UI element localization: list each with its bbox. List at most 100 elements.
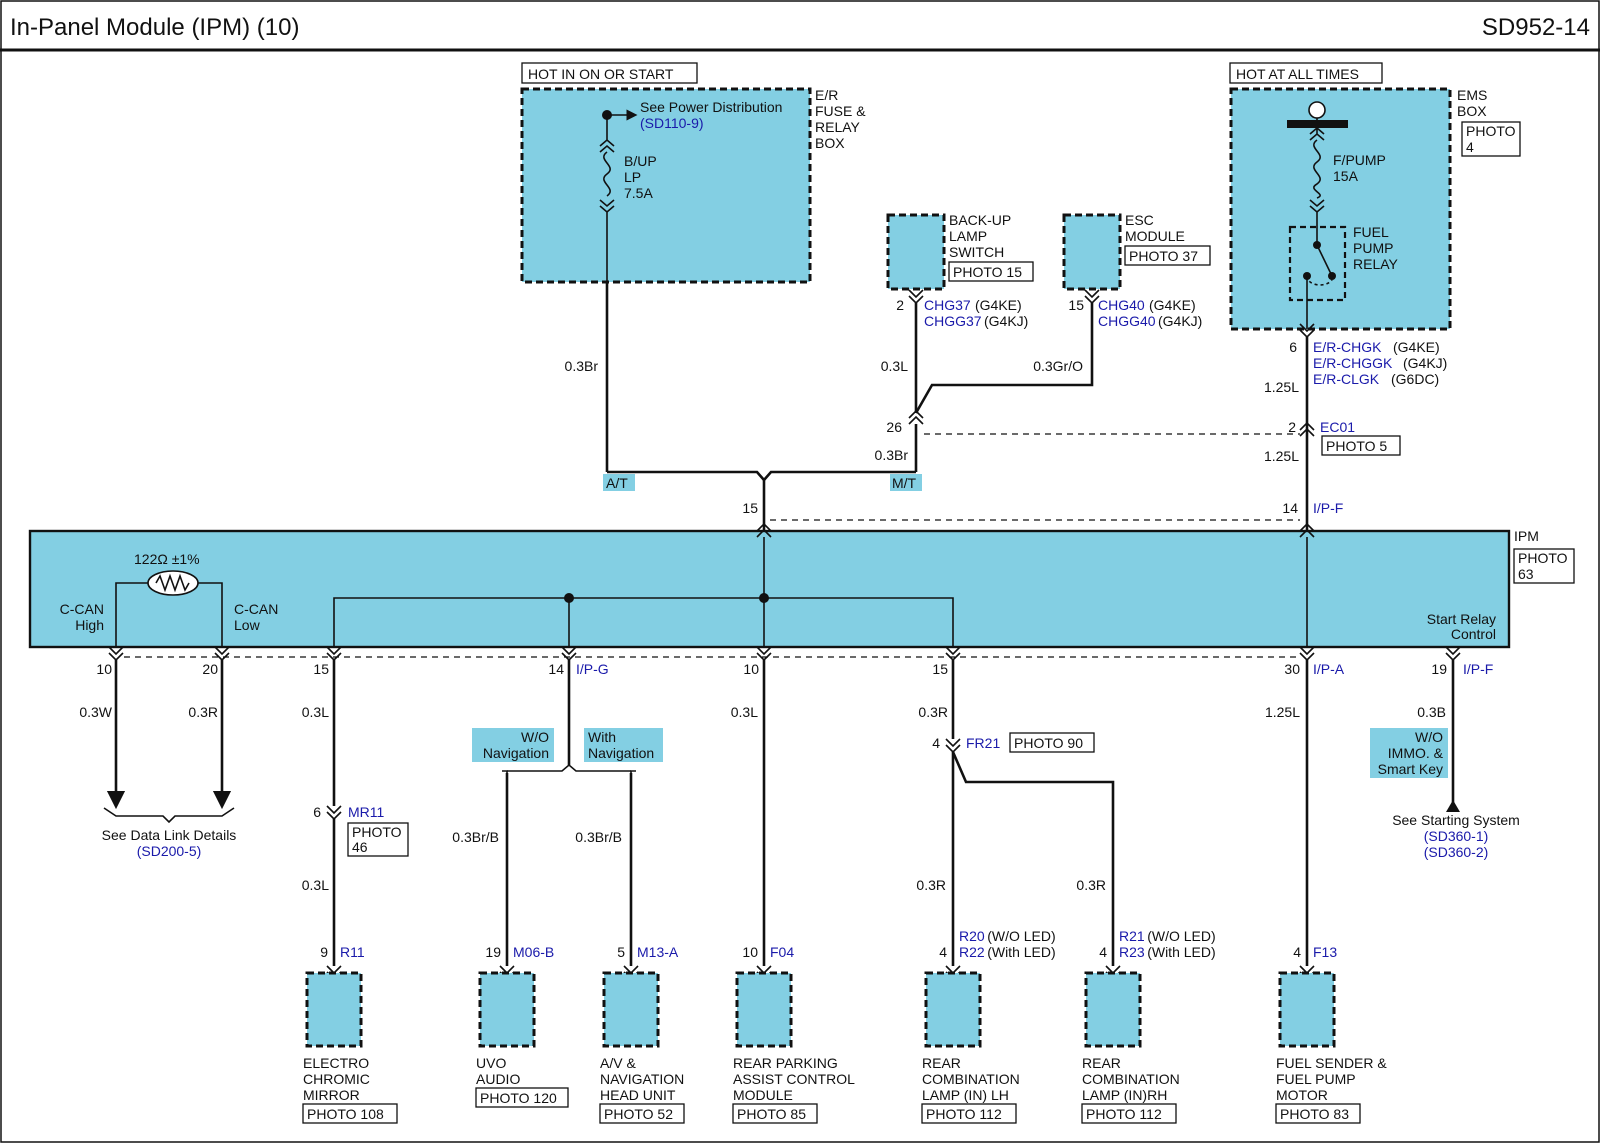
component-1-photo-tag [302, 1103, 398, 1124]
can-high-line [115, 582, 148, 647]
power-dist-label: See Power Distribution [640, 99, 782, 115]
wire-parking-label: 0.3L [731, 704, 758, 720]
relay-contact-mid [1328, 272, 1336, 280]
esc-conn-code-2[interactable]: CHGG40 [1098, 313, 1156, 329]
component-1-name-line-3: MIRROR [303, 1087, 360, 1103]
ipm-conn-ipg[interactable]: I/P-G [576, 661, 609, 677]
component-6-conn-note-2: (With LED) [1147, 944, 1215, 960]
ipm-bottom-pin-4: 14 [548, 661, 564, 677]
ipm-conn-ipf-top[interactable]: I/P-F [1313, 500, 1343, 516]
ipm-conn-ipa[interactable]: I/P-A [1313, 661, 1345, 677]
starting-ref-2[interactable]: (SD360-2) [1424, 844, 1489, 860]
esc-conn-code-1[interactable]: CHG40 [1098, 297, 1145, 313]
component-5-conn-note-1: (W/O LED) [987, 928, 1055, 944]
component-4-photo-label: PHOTO 85 [737, 1106, 806, 1122]
can-low-label: C-CAN Low [234, 601, 278, 633]
ipm-bottom-pin-5: 10 [743, 661, 759, 677]
component-7-photo-tag [1275, 1103, 1361, 1124]
ipm-bottom-pin-7: 30 [1284, 661, 1300, 677]
ec01-photo-tag [1321, 435, 1401, 456]
at-label: A/T [606, 475, 628, 491]
fr21-photo-tag [1009, 732, 1095, 753]
component-5-conn-code-1[interactable]: R20 [959, 928, 985, 944]
svg-text:LP: LP [624, 169, 641, 185]
mr11-code[interactable]: MR11 [348, 804, 385, 820]
component-1-conn-code-1[interactable]: R11 [340, 944, 365, 960]
ec01-code[interactable]: EC01 [1320, 419, 1355, 435]
svg-text:PUMP: PUMP [1353, 240, 1393, 256]
wire-at-mt-merge [607, 470, 916, 482]
wire-with-nav-label: 0.3Br/B [575, 829, 622, 845]
ipm-bottom-pin-8: 19 [1431, 661, 1447, 677]
ipm-conn-ipf-bottom[interactable]: I/P-F [1463, 661, 1493, 677]
ipm-node-a [564, 593, 574, 603]
backup-lamp-switch-box [886, 213, 946, 291]
ems-busbar [1287, 120, 1348, 128]
component-4-name-line-3: MODULE [733, 1087, 793, 1103]
esc-conn-note-2: (G4KJ) [1158, 313, 1202, 329]
svg-text:BACK-UP: BACK-UP [949, 212, 1011, 228]
ems-conn-code-1[interactable]: E/R-CHGK [1313, 339, 1382, 355]
bup-fuse-top [599, 115, 615, 153]
component-6-conn-code-2[interactable]: R23 [1119, 944, 1145, 960]
at-tag [603, 474, 635, 491]
can-high-label: C-CAN High [60, 601, 104, 633]
component-1-box [305, 971, 363, 1048]
fr21-pin: 4 [932, 735, 940, 751]
component-2-pin: 19 [485, 944, 501, 960]
component-2-conn-code-1[interactable]: M06-B [513, 944, 554, 960]
backup-conn-code-2[interactable]: CHGG37 [924, 313, 982, 329]
power-dist-ref[interactable]: (SD110-9) [640, 115, 704, 131]
component-5-name-line-2: COMBINATION [922, 1071, 1020, 1087]
component-5-conn-note-2: (With LED) [987, 944, 1055, 960]
svg-text:W/O: W/O [1415, 729, 1443, 745]
component-4-box [735, 971, 793, 1048]
data-link-bracket [103, 807, 235, 824]
component-7-conn-code-1[interactable]: F13 [1313, 944, 1337, 960]
bup-fuse-icon [603, 151, 611, 197]
starting-ref-1[interactable]: (SD360-1) [1424, 828, 1489, 844]
component-5-name-line-3: LAMP (IN) LH [922, 1087, 1009, 1103]
backup-lamp-switch-label: BACK-UP LAMP SWITCH [949, 212, 1011, 260]
esc-module-label: ESC MODULE [1125, 212, 1185, 244]
component-4-name-line-1: REAR PARKING [733, 1055, 838, 1071]
component-1-photo-label: PHOTO 108 [307, 1106, 384, 1122]
component-7-name-line-1: FUEL SENDER & [1276, 1055, 1387, 1071]
svg-text:Navigation: Navigation [588, 745, 654, 761]
ems-conn-note-1: (G4KE) [1393, 339, 1440, 355]
ipm-bottom-pin-2: 20 [202, 661, 218, 677]
wire-mirror-l1: 0.3L [302, 704, 329, 720]
svg-text:4: 4 [1466, 139, 1474, 155]
with-nav-label: With Navigation [588, 729, 654, 761]
component-6-conn-note-1: (W/O LED) [1147, 928, 1215, 944]
mr11-pin: 6 [313, 804, 321, 820]
svg-text:Control: Control [1451, 626, 1496, 642]
can-low-line [198, 582, 223, 647]
svg-text:RELAY: RELAY [1353, 256, 1399, 272]
fpump-fuse-bottom [1309, 199, 1325, 245]
component-5-conn-code-2[interactable]: R22 [959, 944, 985, 960]
fpump-fuse-icon [1313, 139, 1321, 199]
backup-photo-label: PHOTO 15 [953, 264, 1022, 280]
svg-text:IMMO. &: IMMO. & [1388, 745, 1444, 761]
component-3-photo-tag [599, 1103, 685, 1124]
svg-text:15A: 15A [1333, 168, 1359, 184]
ems-box [1229, 87, 1452, 331]
wire-125l-a-label: 1.25L [1264, 379, 1299, 395]
component-4-conn-code-1[interactable]: F04 [770, 944, 794, 960]
with-nav-tag [584, 728, 663, 762]
data-link-ref[interactable]: (SD200-5) [137, 843, 202, 859]
backup-conn-code-1[interactable]: CHG37 [924, 297, 971, 313]
ems-conn-code-2[interactable]: E/R-CHGGK [1313, 355, 1393, 371]
wire-mirror-l2: 0.3L [302, 877, 329, 893]
component-6-conn-code-1[interactable]: R21 [1119, 928, 1145, 944]
nav-split [507, 763, 631, 772]
backup-conn-note-2: (G4KJ) [984, 313, 1028, 329]
wire-gro-esc-label: 0.3Gr/O [1033, 358, 1083, 374]
page-title: In-Panel Module (IPM) (10) [10, 14, 299, 41]
ems-conn-code-3[interactable]: E/R-CLGK [1313, 371, 1380, 387]
component-2-box [478, 971, 536, 1048]
component-7-photo-label: PHOTO 83 [1280, 1106, 1349, 1122]
fr21-code[interactable]: FR21 [966, 735, 1000, 751]
component-3-conn-code-1[interactable]: M13-A [637, 944, 679, 960]
